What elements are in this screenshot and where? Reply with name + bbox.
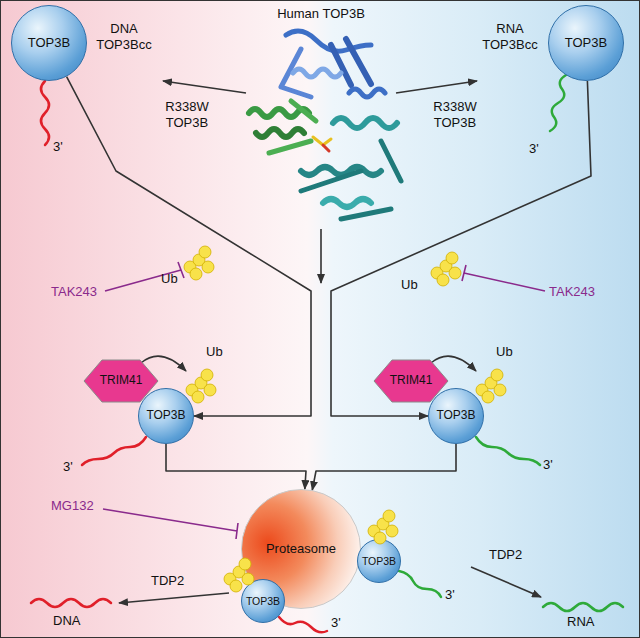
annotation-label: Ub [401, 277, 418, 293]
annotation-label: R338W TOP3B [151, 99, 223, 130]
dna-strand [41, 81, 49, 145]
protein-circle: TOP3B [428, 388, 484, 444]
dna-strand [279, 617, 327, 632]
ubiquitin-chain [431, 252, 461, 286]
node-text: TRIM41 [100, 374, 143, 388]
node-text: TOP3B [362, 555, 396, 567]
mutation-arrow [396, 81, 477, 93]
inhibitor-line [105, 262, 184, 291]
ubiquitin-chain [186, 369, 216, 403]
annotation-label: 3' [331, 615, 341, 631]
annotation-label: TDP2 [489, 547, 522, 563]
inhibitor-line [462, 265, 545, 291]
protein-helix [349, 89, 385, 97]
process-arrow [166, 444, 306, 489]
protein-circle: TOP3B [241, 579, 285, 623]
tdp2-arrow [119, 593, 229, 603]
protein-circle: TOP3B [11, 5, 87, 81]
annotation-label: DNA [53, 613, 80, 629]
process-arrow [331, 81, 591, 416]
annotation-label: 3' [543, 457, 553, 473]
protein-strand [269, 101, 316, 153]
rna-strand [476, 437, 540, 465]
node-text: TOP3B [246, 595, 280, 607]
dna-strand [31, 599, 111, 607]
node-text: TOP3B [28, 36, 70, 51]
process-arrow [312, 444, 456, 490]
active-site [323, 145, 329, 151]
protein-circle: TOP3B [138, 388, 194, 444]
annotation-label: Ub [496, 344, 513, 360]
dna-strand [82, 437, 146, 465]
protein-helix [333, 118, 397, 128]
protein-helix [323, 199, 371, 207]
protein-circle: TOP3B [548, 5, 624, 81]
inhibitor-label: TAK243 [549, 284, 595, 300]
active-site [313, 137, 331, 145]
protein-helix [256, 129, 304, 137]
annotation-label: 3' [63, 459, 73, 475]
annotation-label: TDP2 [151, 573, 184, 589]
annotation-label: 3' [53, 139, 63, 155]
rna-strand [399, 571, 441, 597]
annotation-label: R338W TOP3B [419, 99, 491, 130]
process-arrow [67, 77, 311, 416]
inhibitor-label: TAK243 [51, 284, 97, 300]
annotation-label: 3' [529, 141, 539, 157]
annotation-label: Human TOP3B [261, 6, 381, 22]
node-text: TRIM41 [390, 374, 433, 388]
rna-strand [543, 603, 623, 611]
protein-helix [293, 69, 341, 77]
protein-arrow [320, 229, 322, 283]
node-text: TOP3B [146, 409, 185, 423]
mutation-arrow [163, 81, 246, 93]
node-text: Proteasome [266, 542, 336, 557]
annotation-label: RNA TOP3Bcc [479, 21, 541, 52]
protein-structure [249, 31, 401, 219]
inhibitor-line [103, 509, 238, 539]
annotation-label: 3' [445, 587, 455, 603]
tdp2-arrow [471, 567, 541, 597]
annotation-label: RNA [567, 614, 594, 630]
protein-strand [301, 141, 401, 219]
nucleic-acids [31, 75, 623, 632]
annotation-label: Ub [161, 271, 178, 287]
protein-helix [301, 167, 381, 175]
node-text: TOP3B [436, 409, 475, 423]
ubiquitin-chain [476, 369, 506, 403]
annotation-label: Ub [206, 344, 223, 360]
ubiquitin-chain [184, 246, 214, 280]
inhibitor-label: MG132 [51, 498, 94, 514]
rna-strand [550, 75, 566, 131]
annotation-label: DNA TOP3Bcc [93, 21, 155, 52]
node-text: TOP3B [565, 36, 607, 51]
protein-circle: TOP3B [357, 539, 401, 583]
